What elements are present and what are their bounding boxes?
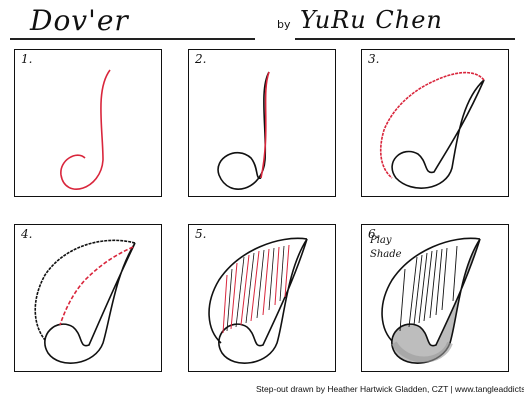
drawing-title: Dov'er [30, 4, 129, 37]
step-2-drawing [217, 71, 270, 190]
leaf-outline [381, 237, 481, 344]
black-fan-lines [226, 245, 285, 332]
step-panel-5: 5. [188, 224, 336, 372]
step-note-play: Play [370, 235, 392, 246]
step-3-drawing [379, 71, 485, 189]
step-number: 6. [368, 227, 380, 241]
step-4-drawing [34, 239, 136, 364]
leaf-outline [34, 239, 136, 341]
step-panel-3: 3. [361, 49, 509, 197]
shaded-curl [391, 238, 481, 364]
step-number: 4. [21, 227, 33, 241]
leaf-outline [208, 237, 308, 344]
step-number: 1. [21, 52, 33, 66]
red-guide-stroke [59, 246, 134, 326]
by-label: by [277, 18, 291, 31]
red-guide-stroke [260, 71, 270, 179]
step-number: 5. [195, 227, 207, 241]
step-panel-4: 4. [14, 224, 162, 372]
step-panel-1: 1. [14, 49, 162, 197]
step-6-drawing [381, 237, 481, 364]
curl-body [44, 242, 136, 364]
step-number: 2. [195, 52, 207, 66]
black-curl-stroke [217, 71, 270, 190]
red-fan-lines [222, 244, 290, 334]
red-guide-stroke [379, 71, 485, 179]
step-note-shade: Shade [370, 249, 402, 260]
red-guide-stroke [60, 69, 111, 190]
step-panel-6: 6. Play Shade [361, 224, 509, 372]
footer-credit: Step-out drawn by Heather Hartwick Gladd… [256, 384, 524, 394]
title-underline [10, 38, 255, 40]
step-5-drawing [208, 237, 308, 364]
step-panel-2: 2. [188, 49, 336, 197]
step-1-drawing [60, 69, 111, 190]
author-underline [295, 38, 515, 40]
fan-lines [399, 245, 458, 332]
shade-band [391, 341, 453, 363]
step-number: 3. [368, 52, 380, 66]
author-name: YuRu Chen [300, 6, 443, 34]
black-curl-stroke [391, 79, 485, 189]
